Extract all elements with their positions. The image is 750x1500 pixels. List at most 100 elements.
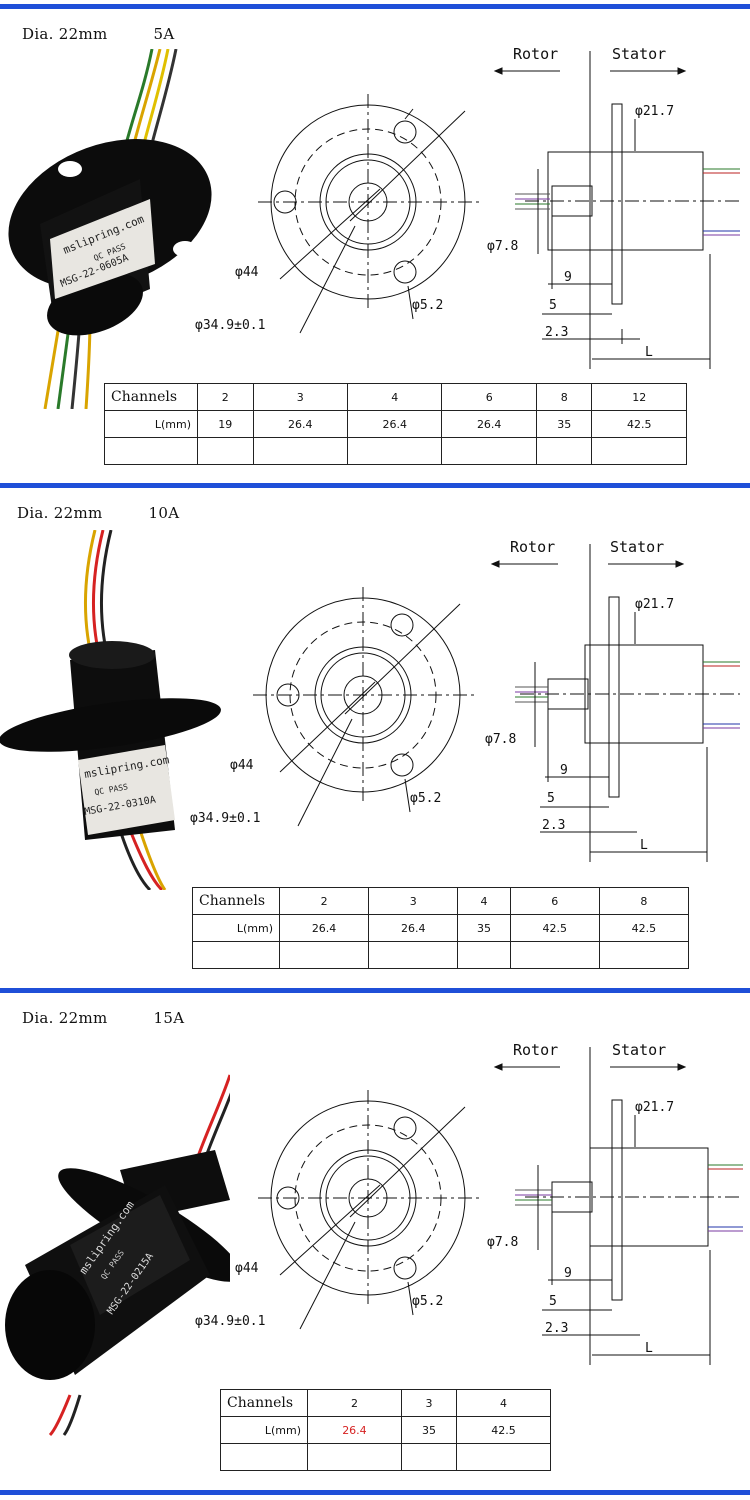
panel-title: Dia. 22mm 5A xyxy=(22,25,175,43)
rotor-label: Rotor xyxy=(513,1041,558,1059)
table-cell: 6 xyxy=(509,887,600,915)
current-label: 5A xyxy=(153,25,175,43)
dim-d44: φ44 xyxy=(235,265,259,280)
dim-d44: φ44 xyxy=(235,1261,259,1276)
dim-d52: φ5.2 xyxy=(412,1294,443,1309)
stator-label: Stator xyxy=(612,45,666,63)
table-row-label: L(mm) xyxy=(220,1416,308,1444)
table-row xyxy=(104,437,687,465)
table-cell: 35 xyxy=(400,1416,458,1444)
table-cell: 42.5 xyxy=(598,914,690,942)
table-cell xyxy=(104,437,198,465)
dim-l9: 9 xyxy=(564,270,572,285)
table-cell: 4 xyxy=(456,1389,551,1417)
dim-l9: 9 xyxy=(564,1266,572,1281)
table-cell xyxy=(307,1443,402,1471)
table-cell xyxy=(456,1443,551,1471)
table-cell xyxy=(535,437,593,465)
dia-label: Dia. 22mm xyxy=(22,25,108,43)
dia-label: Dia. 22mm xyxy=(22,1009,108,1027)
table-cell: 3 xyxy=(368,887,459,915)
spec-table: Channels 2 3 4 L(mm) 26.4 35 42.5 xyxy=(220,1389,551,1471)
panel-5a: Dia. 22mm 5A mslipring.com QC PASS MSG-22… xyxy=(0,9,750,504)
separator-bar-1 xyxy=(0,483,750,488)
table-cell: 3 xyxy=(252,383,349,411)
table-cell: 8 xyxy=(535,383,593,411)
table-cell: 42.5 xyxy=(456,1416,551,1444)
current-label: 15A xyxy=(153,1009,185,1027)
table-cell xyxy=(598,941,690,969)
dim-d349: φ34.9±0.1 xyxy=(195,1314,265,1329)
table-cell xyxy=(347,437,443,465)
table-cell: 4 xyxy=(347,383,443,411)
stator-label: Stator xyxy=(610,538,664,556)
table-cell xyxy=(400,1443,458,1471)
technical-drawing: Rotor Stator φ44 φ34.9±0.1 φ5.2 φ21.7 φ7… xyxy=(195,45,740,369)
spec-table: Channels 2 3 4 6 8 12 L(mm) 19 26.4 26.4… xyxy=(104,383,687,465)
technical-drawing: Rotor Stator φ44 φ34.9±0.1 φ5.2 φ21.7 φ7… xyxy=(190,538,740,862)
table-cell xyxy=(441,437,537,465)
dim-l5: 5 xyxy=(547,791,555,806)
table-cell: 2 xyxy=(197,383,254,411)
dim-d52: φ5.2 xyxy=(412,298,443,313)
table-cell: 26.4 xyxy=(441,410,537,438)
table-cell xyxy=(278,941,370,969)
dim-L: L xyxy=(645,1341,653,1356)
table-cell: 19 xyxy=(197,410,254,438)
table-cell: 35 xyxy=(457,914,511,942)
table-cell xyxy=(197,437,254,465)
table-cell: 42.5 xyxy=(591,410,687,438)
panel-title: Dia. 22mm 15A xyxy=(22,1009,184,1027)
table-cell: 26.4 xyxy=(278,914,370,942)
spec-table: Channels 2 3 4 6 8 L(mm) 26.4 26.4 35 42… xyxy=(192,887,690,969)
dim-d217: φ21.7 xyxy=(635,1100,674,1115)
table-cell: 3 xyxy=(400,1389,458,1417)
table-cell: 42.5 xyxy=(509,914,600,942)
dia-label: Dia. 22mm xyxy=(17,504,103,522)
table-cell: 35 xyxy=(535,410,593,438)
separator-bar-top xyxy=(0,4,750,9)
dim-l5: 5 xyxy=(549,298,557,313)
dim-d349: φ34.9±0.1 xyxy=(190,811,260,826)
dim-d78: φ7.8 xyxy=(487,239,518,254)
dim-l9: 9 xyxy=(560,763,568,778)
dim-l5: 5 xyxy=(549,1294,557,1309)
dim-d349: φ34.9±0.1 xyxy=(195,318,265,333)
rotor-label: Rotor xyxy=(513,45,558,63)
table-row xyxy=(220,1443,551,1471)
dim-d44: φ44 xyxy=(230,758,254,773)
table-cell xyxy=(509,941,600,969)
dim-d78: φ7.8 xyxy=(485,732,516,747)
dim-d217: φ21.7 xyxy=(635,597,674,612)
table-row: L(mm) 19 26.4 26.4 26.4 35 42.5 xyxy=(104,410,687,438)
table-cell-highlighted: 26.4 xyxy=(307,1416,402,1444)
table-row: Channels 2 3 4 6 8 12 xyxy=(104,383,687,411)
table-cell xyxy=(457,941,511,969)
table-cell: 6 xyxy=(441,383,537,411)
dim-L: L xyxy=(645,345,653,360)
table-row: L(mm) 26.4 26.4 35 42.5 42.5 xyxy=(192,914,690,942)
stator-label: Stator xyxy=(612,1041,666,1059)
table-cell: 26.4 xyxy=(347,410,443,438)
product-photo: mslipring.com QC PASS MSG-22-0605A xyxy=(8,49,212,409)
table-header-channels: Channels xyxy=(104,383,198,411)
table-row: Channels 2 3 4 6 8 xyxy=(192,887,690,915)
table-cell: 2 xyxy=(307,1389,402,1417)
table-cell xyxy=(220,1443,308,1471)
table-cell: 12 xyxy=(591,383,687,411)
table-cell: 2 xyxy=(278,887,370,915)
table-cell: 26.4 xyxy=(368,914,459,942)
dim-d217: φ21.7 xyxy=(635,104,674,119)
table-header-channels: Channels xyxy=(220,1389,308,1417)
table-cell xyxy=(252,437,349,465)
product-photo: mslipring.com QC PASS MSG-22-0310A xyxy=(0,530,221,890)
table-cell xyxy=(591,437,687,465)
dim-d78: φ7.8 xyxy=(487,1235,518,1250)
dim-d52: φ5.2 xyxy=(410,791,441,806)
dim-l23: 2.3 xyxy=(542,818,565,833)
table-row xyxy=(192,941,690,969)
dim-l23: 2.3 xyxy=(545,1321,568,1336)
